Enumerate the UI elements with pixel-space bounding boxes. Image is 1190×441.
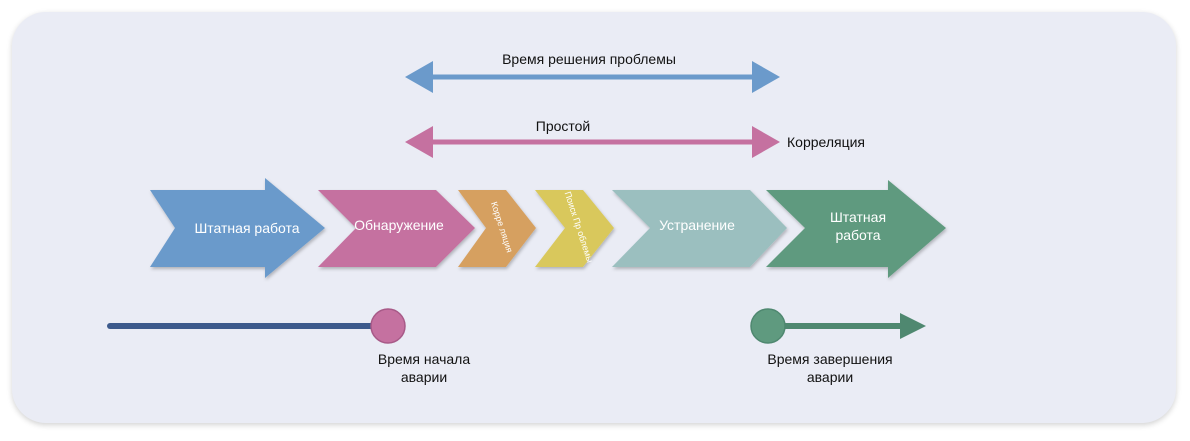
phase-correlation-chevron: [458, 190, 536, 267]
phase-normal-operation-end-label-line2: работа: [835, 227, 880, 243]
accident-end-label-line2: аварии: [807, 369, 853, 385]
phase-normal-operation-arrow: [150, 178, 325, 278]
accident-start-label-line1: Время начала: [378, 351, 470, 367]
accident-start-marker: [370, 308, 406, 344]
phase-normal-operation-label: Штатная работа: [194, 220, 299, 236]
resolution-time-label: Время решения проблемы: [502, 51, 676, 67]
phase-detection-chevron: [318, 190, 475, 267]
accident-end-label-line1: Время завершения: [767, 351, 892, 367]
resolution-time-arrow: [405, 61, 780, 93]
phase-problem-search-chevron: [535, 190, 614, 267]
downtime-label: Простой: [536, 118, 591, 134]
phase-normal-operation-end-label-line1: Штатная: [830, 209, 886, 225]
phase-remediation-label: Устранение: [659, 217, 735, 233]
accident-start-label-line2: аварии: [401, 369, 447, 385]
phase-remediation-chevron: [612, 190, 787, 267]
timeline-end-arrowhead: [900, 313, 926, 339]
correlation-label: Корреляция: [787, 134, 865, 150]
timeline: [107, 308, 926, 344]
downtime-arrow: [405, 126, 780, 158]
phase-detection-label: Обнаружение: [354, 217, 444, 233]
phase-normal-operation-end-arrow: [766, 180, 946, 278]
accident-end-marker: [750, 308, 786, 344]
